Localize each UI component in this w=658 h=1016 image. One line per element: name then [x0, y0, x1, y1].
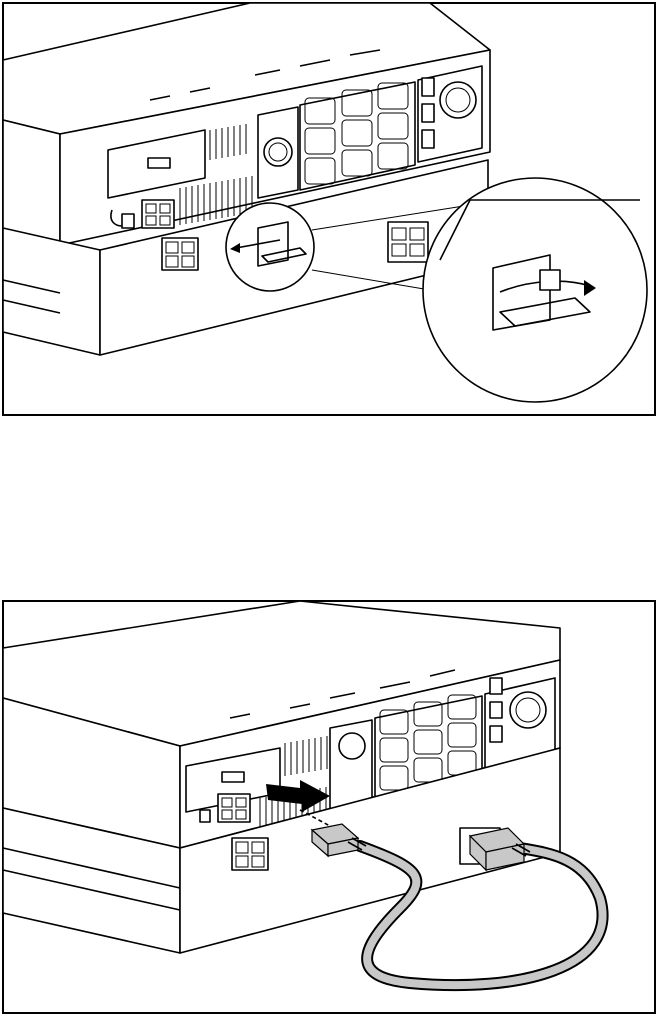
- figure-connect-cable-drawing: [0, 598, 658, 1016]
- figure-remove-cover: [0, 0, 658, 418]
- curved-arrow-icon: [423, 178, 647, 402]
- figure-remove-cover-drawing: [0, 0, 658, 418]
- figure-connect-cable: [0, 598, 658, 1016]
